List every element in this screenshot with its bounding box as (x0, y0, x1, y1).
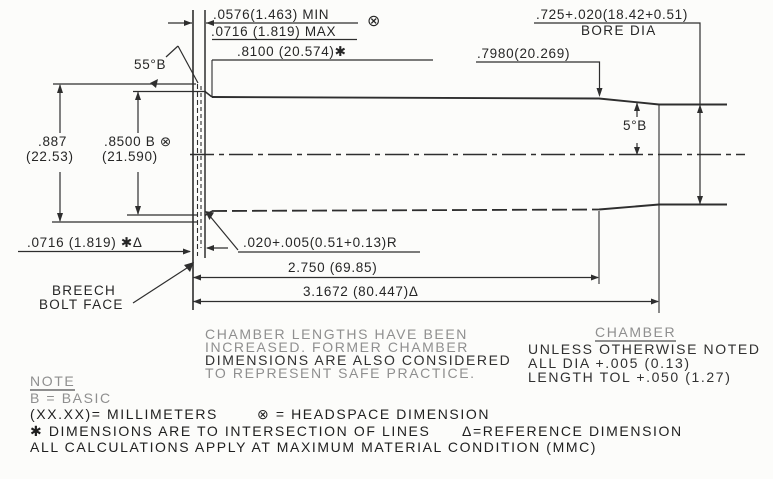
safety-note-line2: INCREASED. FORMER CHAMBER (205, 339, 470, 355)
rim-recess-dia-dim: .887 (38, 134, 68, 149)
mouth-radius-dim: .020+.005(0.51+0.13)R (243, 235, 398, 250)
forcing-cone-angle-dim: 5°B (623, 118, 648, 133)
note-mmc: ALL CALCULATIONS APPLY AT MAXIMUM MATERI… (30, 439, 598, 455)
safety-note-line1: CHAMBER LENGTHS HAVE BEEN (205, 326, 469, 342)
note-heading: NOTE (30, 373, 76, 391)
breech-bolt-face-label-line1: BREECH (52, 283, 117, 298)
rim-thickness-dim: .0716 (1.819) ✱Δ (27, 235, 143, 250)
note-reference-dimension: Δ=REFERENCE DIMENSION (462, 423, 683, 439)
chamber-rear-dia-dim: .8100 (20.574)✱ (237, 44, 347, 59)
overall-length-dim: 3.1672 (80.447)Δ (303, 284, 419, 299)
chamber-spec-line2: ALL DIA +.005 (0.13) (528, 355, 691, 371)
note-intersection: ✱ DIMENSIONS ARE TO INTERSECTION OF LINE… (30, 423, 431, 439)
headspace-symbol-icon: ⊗ (367, 13, 382, 30)
note-millimeters: (XX.XX)= MILLIMETERS (30, 406, 218, 422)
note-basic: B = BASIC (30, 390, 112, 406)
chamber-spec-line3: LENGTH TOL +.050 (1.27) (528, 369, 732, 385)
safety-note-line3: DIMENSIONS ARE ALSO CONSIDERED (205, 352, 512, 368)
breech-bolt-face-label-line2: BOLT FACE (39, 297, 124, 312)
rim-seat-dia-dim: .8500 B ⊗ (104, 134, 172, 149)
bore-dia-label: BORE DIA (581, 23, 657, 38)
rim-seat-dia-mm: (21.590) (102, 149, 158, 164)
chamber-length-dim: 2.750 (69.85) (288, 260, 378, 275)
rim-seat-angle-dim: 55°B (134, 57, 167, 72)
rim-recess-dia-mm: (22.53) (26, 149, 74, 164)
chamber-spec-line1: UNLESS OTHERWISE NOTED (528, 341, 761, 357)
note-headspace-symbol: ⊗ = HEADSPACE DIMENSION (257, 406, 491, 422)
bore-dia-dim: .725+.020(18.42+0.51) (536, 7, 689, 22)
headspace-min-dim: .0576(1.463) MIN (213, 7, 330, 22)
safety-note-line4: TO REPRESENT SAFE PRACTICE. (205, 365, 476, 381)
headspace-max-dim: .0716 (1.819) MAX (211, 24, 337, 39)
chamber-spec-heading: CHAMBER (595, 324, 677, 342)
chamber-front-dia-dim: .7980(20.269) (477, 46, 571, 61)
